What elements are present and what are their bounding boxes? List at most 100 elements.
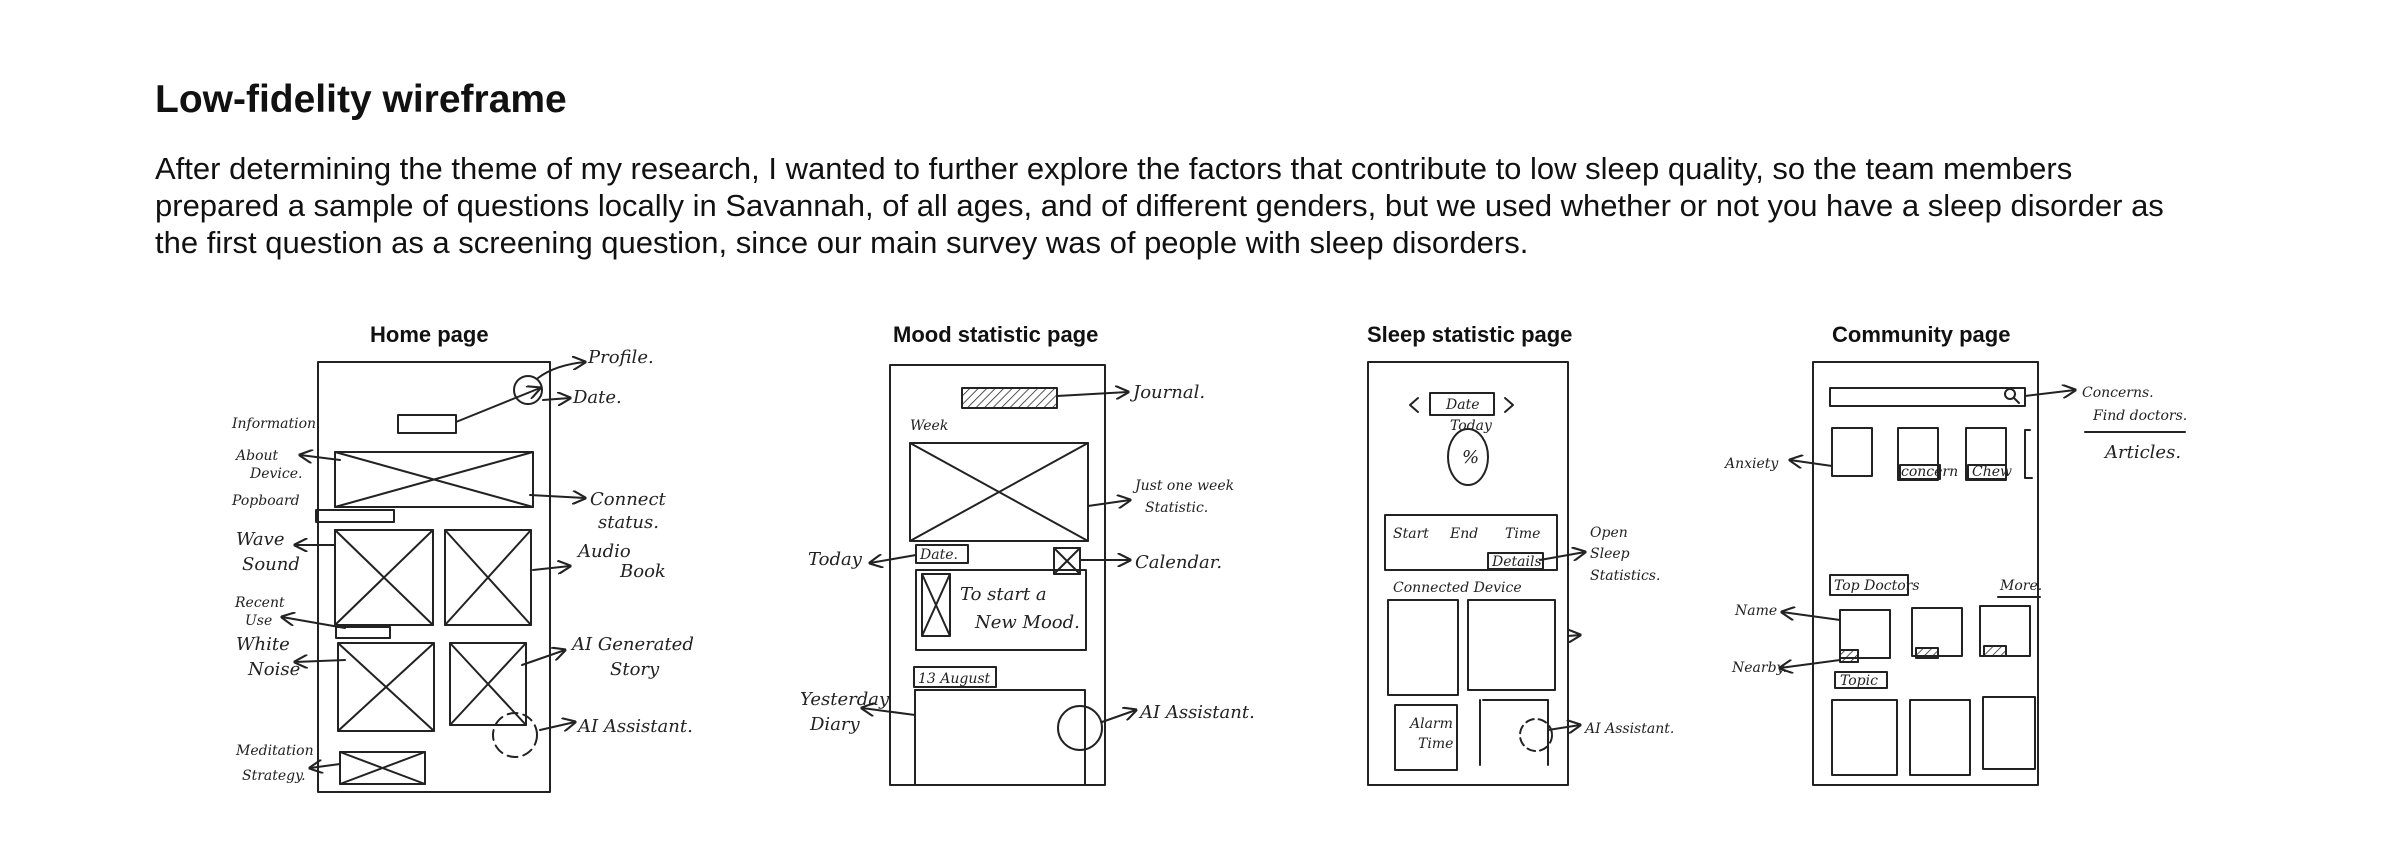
- note-aigen-2: Story: [610, 659, 660, 680]
- percent-circle: [1447, 428, 1489, 486]
- more-card-edge: [2024, 429, 2033, 479]
- community-page-title: Community page: [1832, 322, 2011, 347]
- note-white-2: Noise: [247, 659, 300, 680]
- note-nearby: Nearby.: [1731, 660, 1787, 676]
- sleep-page-title: Sleep statistic page: [1367, 322, 1573, 347]
- note-alarm-1: Alarm: [1408, 716, 1453, 732]
- info-device-card: [334, 451, 534, 508]
- next-date-icon[interactable]: [1504, 397, 1514, 413]
- note-today: Today: [808, 549, 863, 570]
- note-justweek-1: Just one week: [1132, 478, 1234, 494]
- home-page-title: Home page: [370, 322, 489, 347]
- note-justweek-2: Statistic.: [1145, 500, 1208, 516]
- topic-tag: [1834, 671, 1888, 689]
- meditation-card: [339, 751, 426, 785]
- home-sketch: [282, 361, 585, 793]
- search-bar[interactable]: [1829, 387, 2026, 407]
- mood-sketch: [862, 364, 1136, 786]
- note-tostart-2: New Mood.: [974, 612, 1080, 633]
- ai-assistant-icon: [1057, 705, 1103, 751]
- note-med-2: Strategy.: [242, 768, 306, 784]
- white-noise-card: [337, 642, 435, 732]
- note-details: Details: [1491, 554, 1542, 570]
- note-recent-2: Use: [245, 613, 272, 629]
- note-home-assistant: AI Assistant.: [576, 716, 693, 737]
- note-recent-1: Recent: [234, 595, 285, 611]
- note-profile: Profile.: [587, 347, 654, 368]
- home-phone-frame: [317, 361, 551, 793]
- note-end: End: [1449, 526, 1478, 542]
- note-sleep-today: Today: [1450, 418, 1493, 434]
- note-concern-chip: concern: [1901, 464, 1958, 480]
- mood-page-title: Mood statistic page: [893, 322, 1099, 347]
- note-sleep-date: Date: [1445, 397, 1479, 413]
- details-button[interactable]: [1487, 552, 1544, 570]
- new-mood-card: [915, 569, 1087, 651]
- ai-assistant-icon: [1519, 718, 1553, 752]
- chew-chip: [1967, 464, 2007, 480]
- note-open-1: Open: [1590, 525, 1628, 541]
- page-title: Low-fidelity wireframe: [155, 78, 567, 121]
- week-stat-card: [909, 442, 1089, 542]
- note-name: Name: [1734, 603, 1777, 619]
- note-more: More.: [1999, 578, 2042, 594]
- device-card-1: [1387, 599, 1459, 696]
- note-white-1: White: [236, 634, 290, 655]
- note-open-2: Sleep: [1590, 546, 1630, 562]
- ai-story-card: [449, 642, 527, 726]
- device-card-2: [1467, 599, 1556, 691]
- note-open-3: Statistics.: [1590, 568, 1660, 584]
- note-info-1: Information: [231, 416, 316, 432]
- note-time: Time: [1505, 526, 1540, 542]
- note-find-doctors: Find doctors.: [2092, 408, 2187, 424]
- note-connect-2: status.: [598, 512, 659, 533]
- intro-paragraph: After determining the theme of my resear…: [155, 151, 2164, 260]
- note-audio-2: Book: [619, 561, 666, 582]
- note-calendar: Calendar.: [1135, 552, 1222, 573]
- date-tag: [915, 544, 969, 564]
- note-alarm-2: Time: [1418, 736, 1453, 752]
- note-sleep-assistant: AI Assistant.: [1583, 721, 1674, 737]
- note-august: 13 August: [918, 671, 991, 687]
- note-concerns: Concerns.: [2082, 385, 2154, 401]
- note-tostart-1: To start a: [960, 584, 1047, 605]
- note-chew-chip: Chew: [1972, 464, 2012, 480]
- note-popboard: Popboard: [231, 493, 300, 509]
- note-wave-2: Sound: [242, 554, 300, 575]
- community-sketch: [1780, 361, 2186, 786]
- note-connected: Connected Device: [1393, 580, 1522, 596]
- mood-thumb: [921, 573, 951, 637]
- note-anxiety: Anxiety: [1723, 456, 1779, 472]
- note-start: Start: [1393, 526, 1429, 542]
- sleep-time-card: [1384, 514, 1558, 571]
- date-box: [1429, 392, 1495, 416]
- note-wave-1: Wave: [236, 529, 285, 550]
- note-connect-1: Connect: [590, 489, 667, 510]
- journal-bar: [961, 387, 1058, 409]
- date-chip: [913, 666, 997, 688]
- article-card-2: [1909, 699, 1971, 776]
- note-audio-1: Audio: [576, 541, 631, 562]
- sleep-phone-frame: [1367, 361, 1569, 786]
- search-icon[interactable]: [2004, 388, 2016, 400]
- anxiety-card: [1831, 427, 1873, 477]
- diary-card: [914, 689, 1086, 786]
- community-phone-frame: [1812, 361, 2039, 786]
- top-doctors-tag[interactable]: [1829, 574, 1909, 596]
- note-mood-assistant: AI Assistant.: [1138, 702, 1255, 723]
- note-topic: Topic: [1840, 673, 1878, 689]
- note-week: Week: [910, 418, 948, 434]
- prev-date-icon[interactable]: [1409, 397, 1419, 413]
- note-aigen-1: AI Generated: [570, 634, 694, 655]
- concern-chip: [1899, 464, 1941, 480]
- note-top-doctors: Top Doctors: [1834, 578, 1920, 594]
- note-yesterday-2: Diary: [809, 714, 861, 735]
- date-field: [397, 414, 457, 434]
- recent-use-bar: [335, 626, 391, 639]
- alarm-time-card: [1394, 704, 1458, 771]
- popboard-bar: [315, 509, 395, 523]
- ai-assistant-icon: [492, 712, 538, 758]
- article-card-1: [1831, 699, 1898, 776]
- wave-sound-card: [334, 529, 434, 626]
- note-med-1: Meditation: [235, 743, 314, 759]
